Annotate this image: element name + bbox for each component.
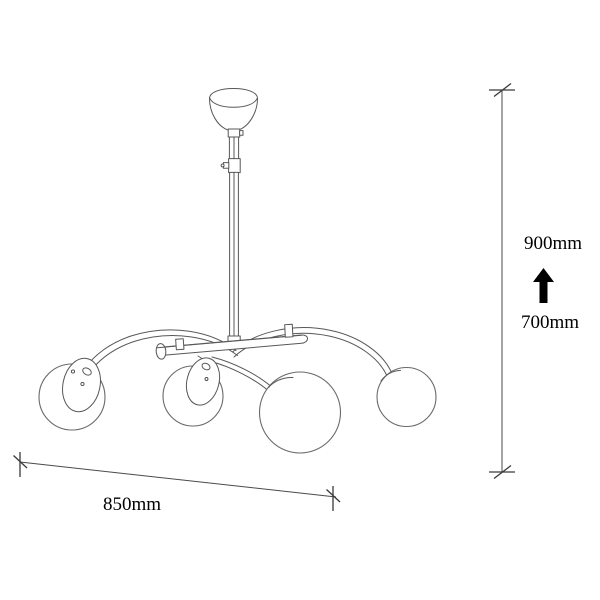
hub-post-right-tube [284,323,294,338]
height-dim-slash-top [493,82,512,98]
curved-arm-right [232,327,392,376]
width-dim-slash-right [326,489,341,503]
pendant-lamp-fixture [38,88,437,454]
globe-shade-3 [258,371,342,454]
arm-left-edge-outer [84,329,237,370]
globe-3-collar-arc [268,376,294,388]
globe-shade-1 [38,357,106,431]
hub-bar-left-cap [155,343,167,360]
joint-screw-head [220,163,225,168]
canopy-dome-body [209,88,258,131]
height-dimension: 900mm 700mm [489,82,582,480]
hub-post-left-tube [175,338,185,351]
connector-nub [239,130,244,136]
canopy-rim-ellipse [209,97,258,108]
drop-arm-edge-inner [210,361,272,394]
globe-1-screw-a [70,369,76,374]
width-dim-slash-left [13,455,28,469]
ceiling-canopy [209,88,258,131]
globe-4-sphere [376,366,437,428]
hub-post-left [175,338,185,351]
globe-3-sphere [258,371,342,454]
globe-2-screw-a [204,377,209,381]
drop-arm-edge-outer [211,356,275,390]
globe-4-collar-arc [380,370,401,382]
suspension-rod-upper [228,136,240,160]
globe-1-socket-ring [82,367,92,376]
globe-shade-4 [376,366,437,428]
canopy-rod-connector [227,128,244,138]
rod-adjustment-joint [220,158,241,174]
height-dim-slash-bottom [493,464,512,480]
globe-2-mount-disc [185,357,221,406]
suspension-rod-lower [229,171,239,337]
width-dimension-label: 850mm [103,494,161,515]
globe-2-socket-ring [201,362,211,371]
connector-block [227,128,241,138]
arm-right-edge-outer [232,327,392,373]
globe-1-screw-b [80,381,85,387]
height-max-label: 900mm [524,233,582,254]
joint-collar [228,158,241,174]
up-arrow-icon [533,268,554,303]
center-hub-bar [155,334,308,360]
width-dimension: 850mm [13,452,341,515]
width-dim-line [19,461,337,498]
up-arrow-glyph [533,268,554,303]
globe-shade-2 [162,357,224,427]
height-min-label: 700mm [521,312,579,333]
hub-post-right [284,323,294,338]
